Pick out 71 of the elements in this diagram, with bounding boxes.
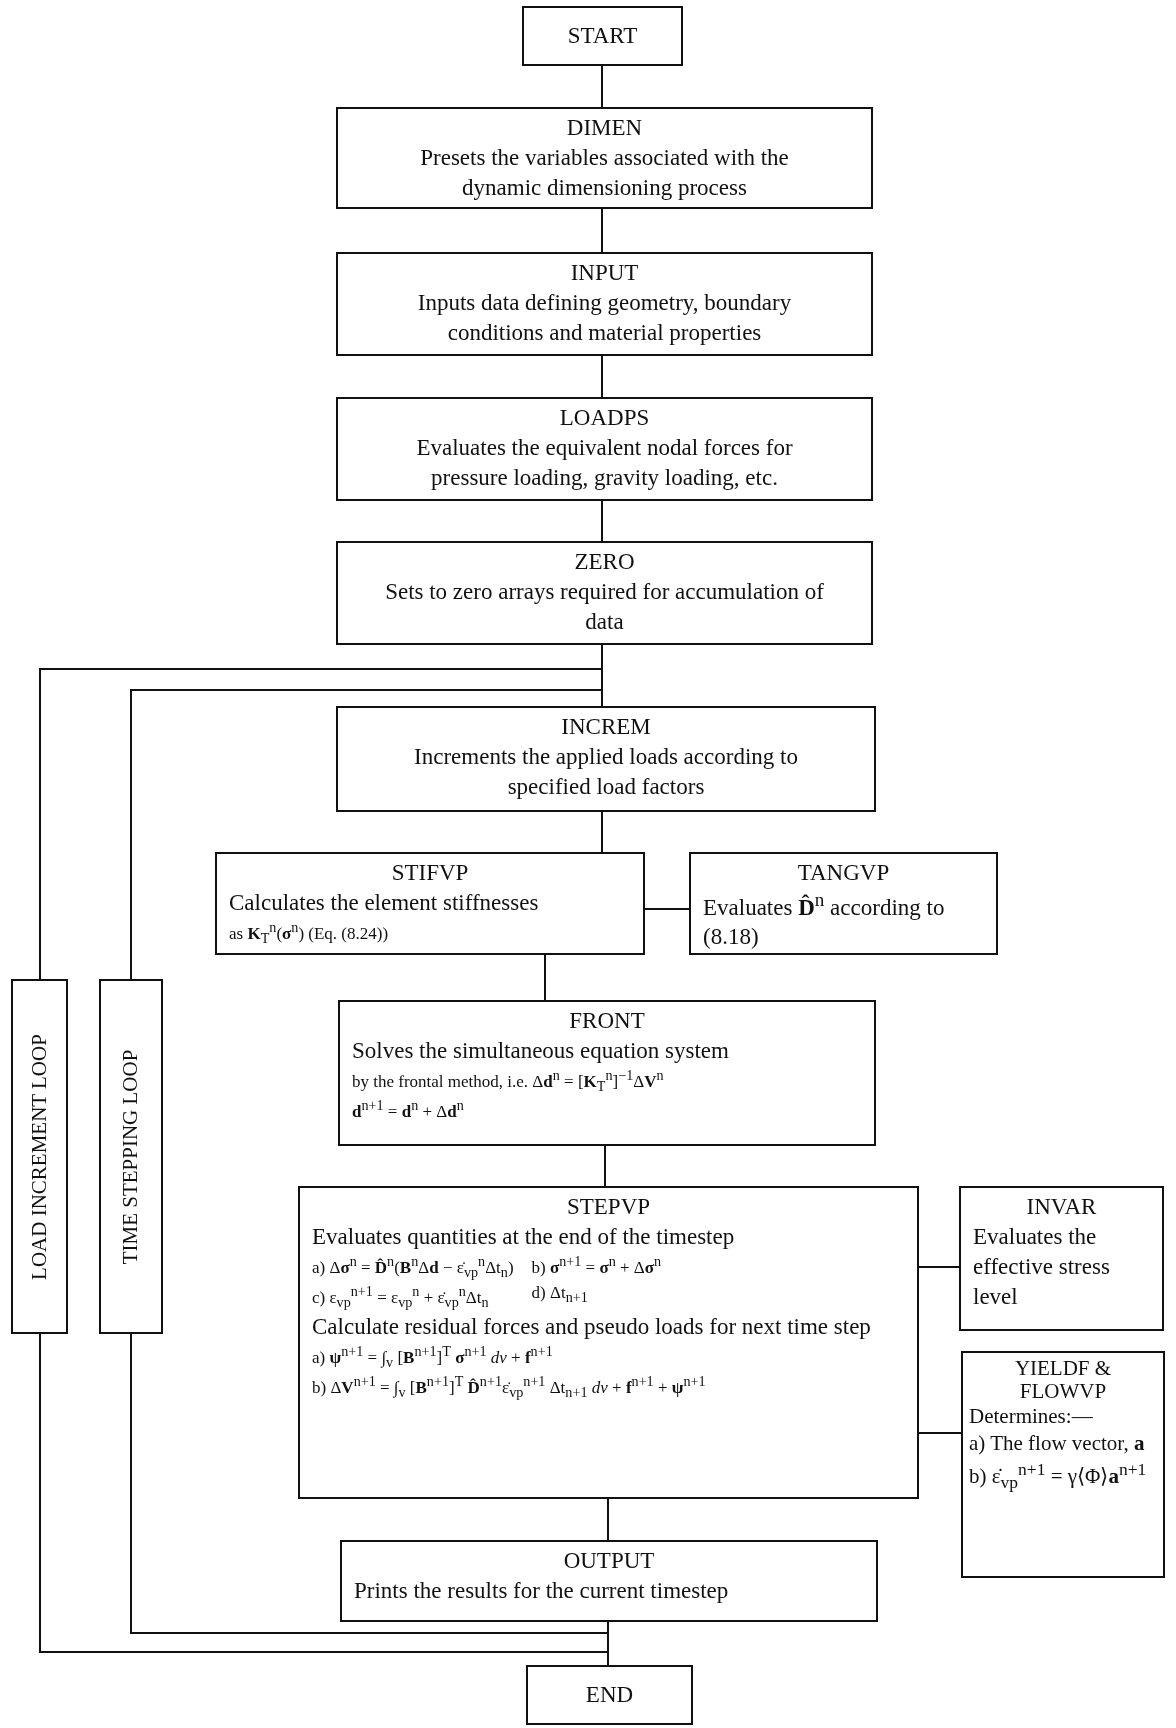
list-item: b) ε̇$_{vp}$$^{n+1}$ = γ⟨Φ⟩a$^{n+1}$ — [969, 1457, 1148, 1494]
equation: by the frontal method, i.e. Δd$^{n}$ = [K$_{T}$$^{n}$]$^{−1}$ΔV$^{n}$ — [352, 1065, 665, 1096]
equation: d$^{n+1}$ = d$^{n}$ + Δd$^{n}$ — [352, 1095, 465, 1123]
node-description: Evaluates the effective stress level — [973, 1222, 1111, 1311]
process-box — [959, 1186, 1164, 1331]
process-box — [215, 852, 645, 955]
connector-line — [130, 689, 603, 980]
connector-line — [644, 908, 690, 910]
node-description: Calculates the element stiffnesses — [229, 888, 540, 917]
connector-line — [601, 208, 603, 253]
node-heading: STEPVP — [565, 1193, 652, 1221]
node-description: Calculate residual forces and pseudo loads for next time step — [312, 1313, 872, 1342]
process-box — [961, 1351, 1165, 1578]
node-description: Determines:— — [969, 1403, 1094, 1431]
node-heading: YIELDF & FLOWVP — [1013, 1357, 1113, 1404]
node-heading: END — [585, 1681, 634, 1710]
connector-line — [130, 1333, 609, 1634]
terminal-box — [522, 6, 683, 66]
list-item: a) The flow vector, a — [969, 1430, 1146, 1458]
node-heading: STIFVP — [390, 859, 470, 887]
connector-line — [604, 1145, 606, 1187]
loop-label: TIME STEPPING LOOP — [117, 1049, 144, 1264]
loop-box — [99, 979, 163, 1334]
node-description: Evaluates quantities at the end of the timestep — [312, 1222, 736, 1251]
node-heading: DIMEN — [565, 114, 644, 142]
node-description: Prints the results for the current timestep — [354, 1576, 730, 1605]
equation: b) σ$^{n+1}$ = σ$^{n}$ + Δσ$^{n}$ — [531, 1251, 662, 1279]
connector-line — [39, 1333, 609, 1653]
node-heading: OUTPUT — [562, 1547, 656, 1575]
process-box — [336, 252, 873, 356]
connector-line — [601, 500, 603, 542]
node-heading: FRONT — [568, 1007, 646, 1035]
connector-line — [601, 811, 603, 853]
equation: d) Δt$_{n+1}$ — [531, 1281, 589, 1308]
equation: c) ε$_{vp}$$^{n+1}$ = ε$_{vp}$$^{n}$ + ε̇$_{vp}$$^{n}$Δt$_{n}$ — [312, 1281, 490, 1312]
connector-line — [601, 65, 603, 108]
process-box — [336, 541, 873, 645]
node-description: Solves the simultaneous equation system — [352, 1036, 730, 1065]
process-box — [689, 852, 998, 955]
node-description: Evaluates the equivalent nodal forces for pressure loading, gravity loading, etc. — [415, 433, 794, 492]
connector-line — [918, 1266, 960, 1268]
loop-box — [11, 979, 68, 1334]
node-heading: INVAR — [1025, 1193, 1098, 1221]
connector-line — [918, 1432, 962, 1434]
equation: a) Δσ$^{n}$ = D̂$^{n}$(B$^{n}$Δd − ε̇$_{vp}$$^{n}$Δt$_{n}$) — [312, 1251, 514, 1282]
process-box — [338, 1000, 876, 1146]
node-heading: LOADPS — [558, 404, 651, 432]
connector-line — [601, 355, 603, 398]
node-heading: TANGVP — [796, 859, 891, 887]
process-box — [298, 1186, 919, 1499]
node-heading: INCREM — [560, 713, 652, 741]
equation: as K$_{T}$$^{n}$(σ$^{n}$) (Eq. (8.24)) — [229, 917, 390, 948]
connector-line — [607, 1498, 609, 1541]
node-description: Evaluates D̂$^{n}$ according to (8.18) — [703, 887, 946, 952]
node-description: Presets the variables associated with the dynamic dimensioning process — [419, 143, 790, 202]
equation: a) ψ$^{n+1}$ = ∫$_{v}$ [B$^{n+1}$]$^{T}$ σ$^{n+1}$ dv + f$^{n+1}$ — [312, 1342, 554, 1373]
node-heading: START — [567, 22, 638, 51]
process-box — [336, 706, 876, 812]
node-description: Sets to zero arrays required for accumulation of data — [384, 577, 825, 636]
node-heading: INPUT — [569, 259, 640, 287]
node-heading: ZERO — [573, 548, 636, 576]
node-description: Inputs data defining geometry, boundary conditions and material properties — [416, 288, 793, 347]
process-box — [336, 397, 873, 501]
process-box — [340, 1540, 878, 1622]
connector-line — [39, 668, 603, 980]
loop-label: LOAD INCREMENT LOOP — [25, 1033, 52, 1280]
process-box — [336, 107, 873, 209]
connector-line — [544, 954, 546, 1001]
terminal-box — [526, 1665, 693, 1725]
equation: b) ΔV$^{n+1}$ = ∫$_{v}$ [B$^{n+1}$]$^{T}$ D̂$^{n+1}$ε̇$_{vp}$$^{n+1}$ Δt$_{n+1}$ dv + f$^{n+1}$ + ψ$^{n+1}$ — [312, 1372, 707, 1403]
node-description: Increments the applied loads according to specified load factors — [413, 742, 799, 801]
